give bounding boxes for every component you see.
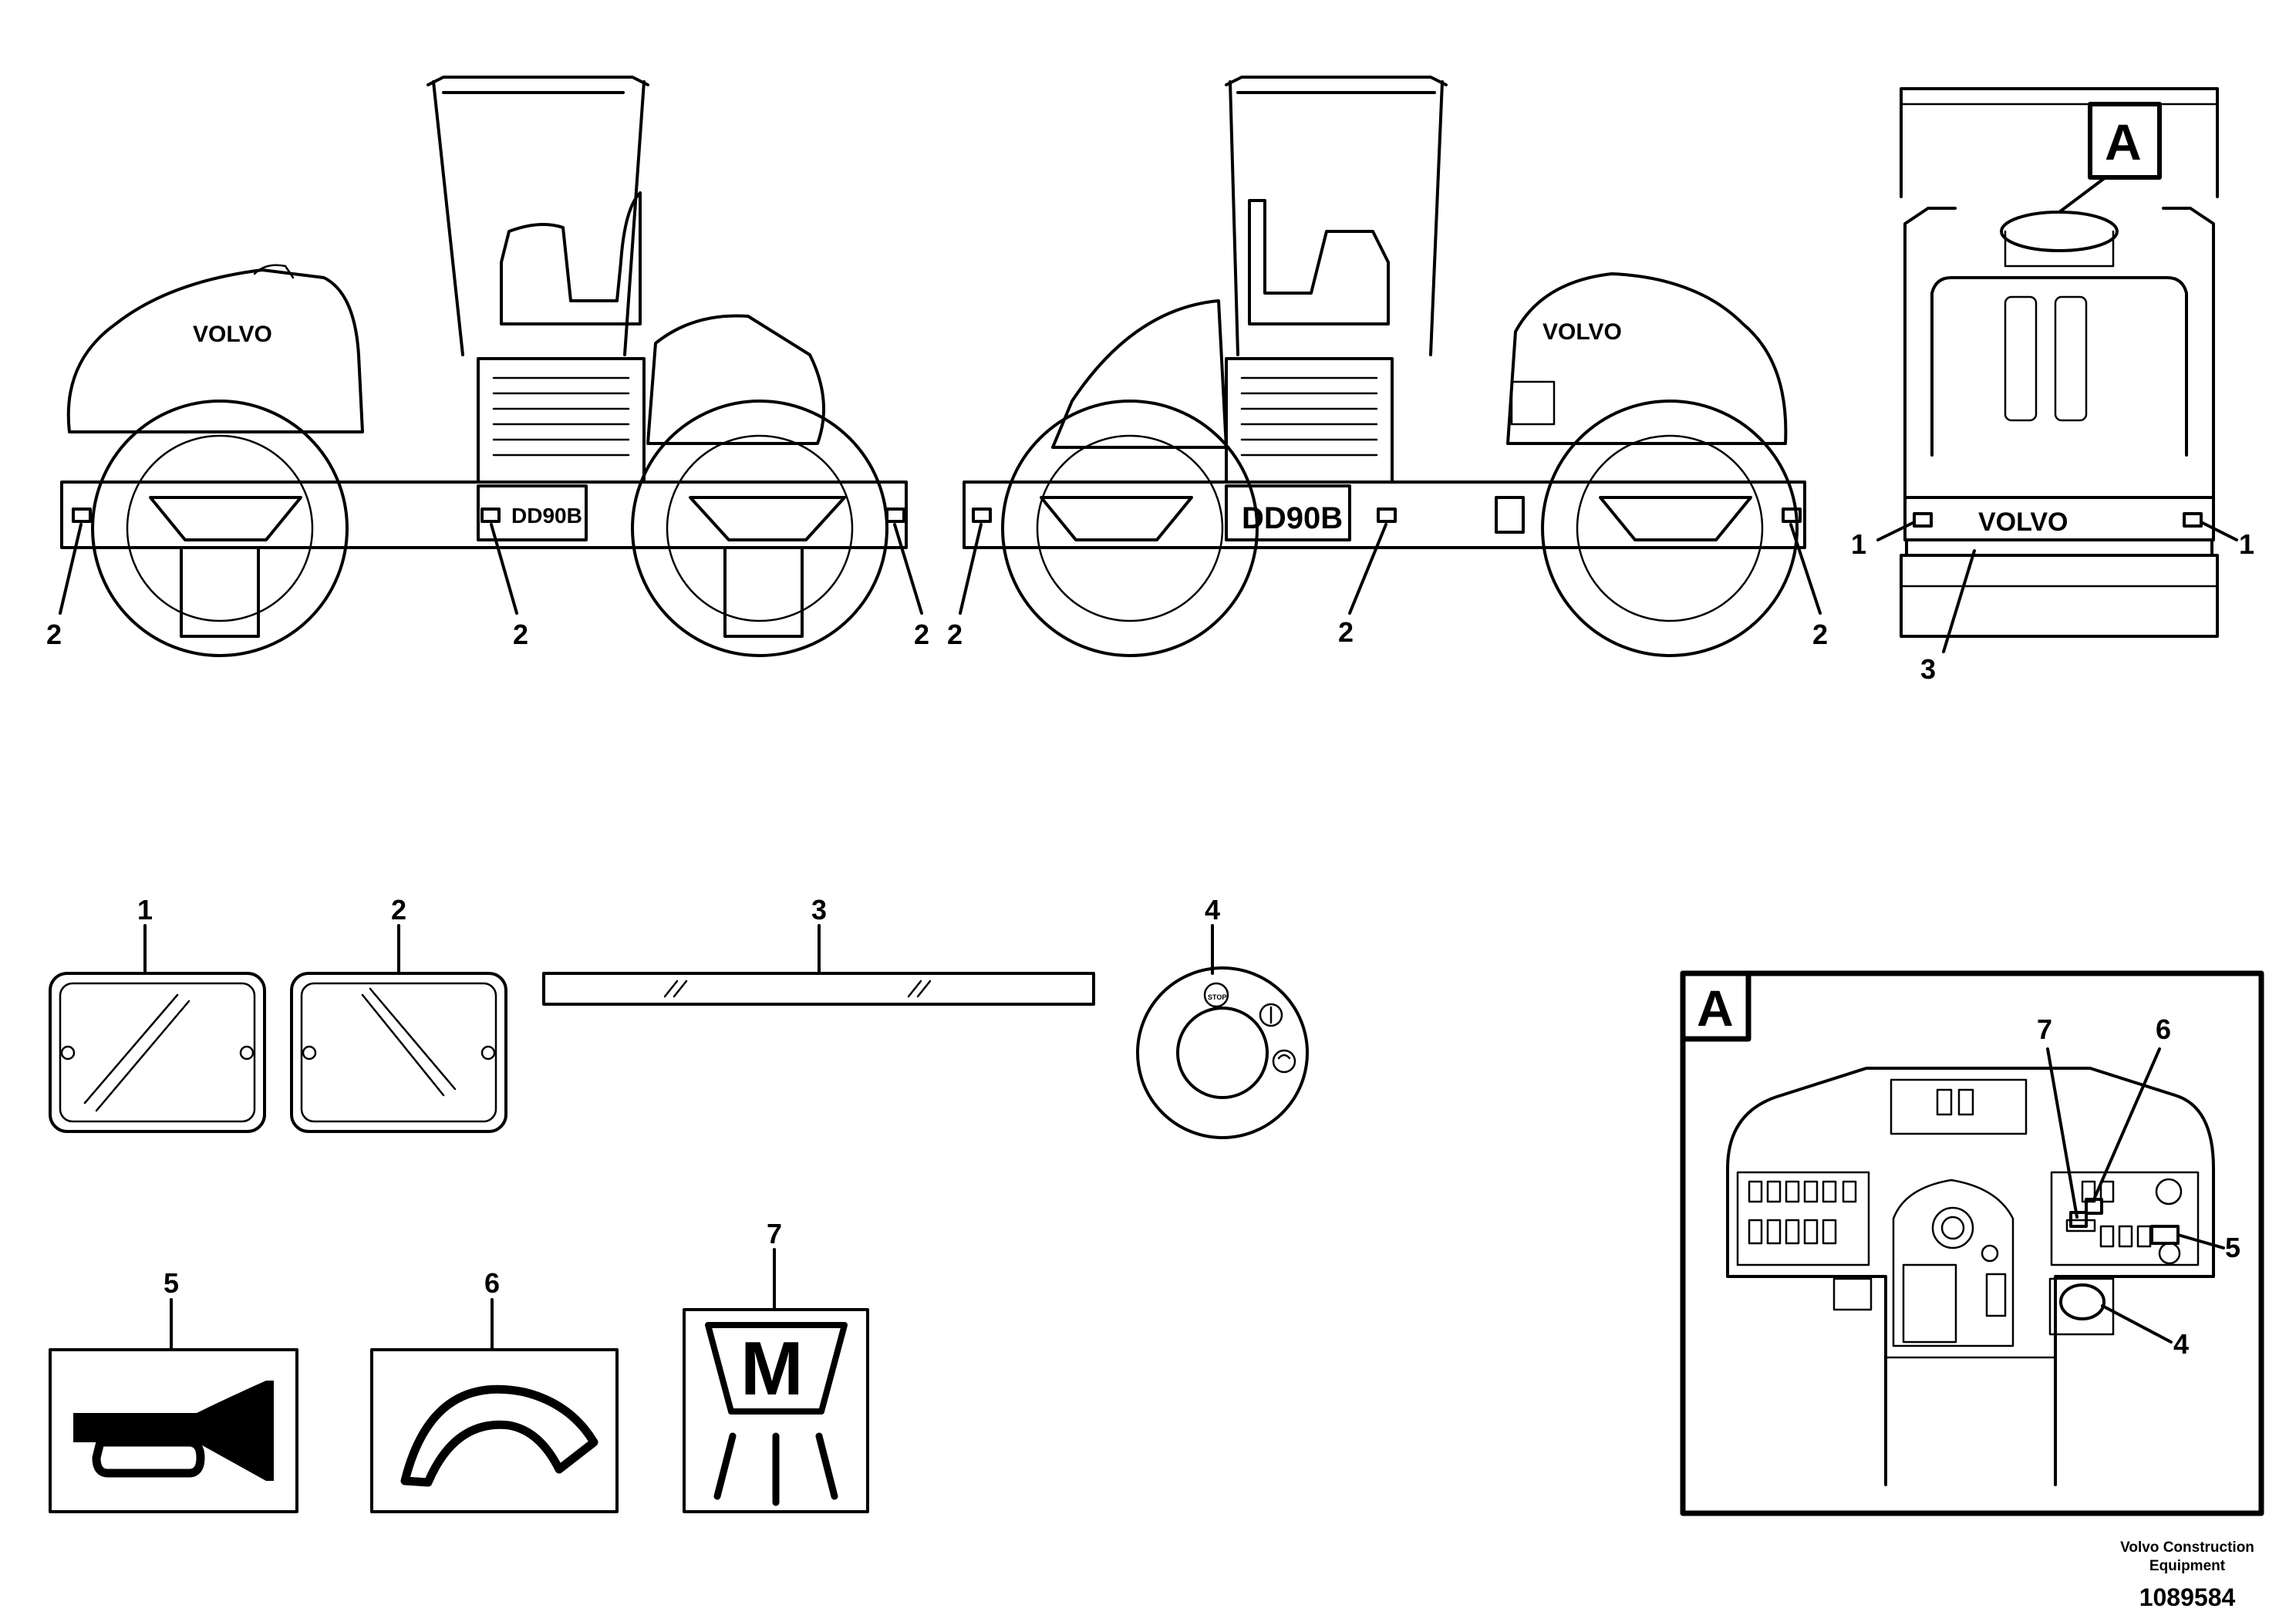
detail-callout-6: 6 [2156,1013,2171,1045]
part-4-ignition-decal: 4 STOP [1136,894,1309,1139]
part-3-reflector-strip: 3 [542,894,1095,1006]
callout-2-right-a: 2 [947,619,963,650]
brand-logo-left: VOLVO [193,322,272,347]
detail-callout-7: 7 [2037,1013,2052,1045]
callout-2-left-b: 2 [513,619,528,650]
callout-2-right-c: 2 [1812,619,1828,650]
detail-callout-4: 4 [2173,1328,2189,1360]
manual-mode-letter: M [740,1326,804,1411]
drawing-number: 1089584 [2139,1583,2236,1611]
part-6-drum-decal: 6 [370,1267,619,1513]
part-2-reflector: 2 [290,894,507,1133]
callout-2-left-c: 2 [914,619,929,650]
detail-callout-5: 5 [2225,1232,2240,1263]
roller-rear-view: VOLVO 1 1 3 A [1851,87,2254,685]
model-label-right: DD90B [1242,501,1343,535]
part-6-number: 6 [484,1267,500,1299]
part-1-number: 1 [137,894,153,926]
callout-2-left-a: 2 [46,619,62,650]
callout-3-rear: 3 [1920,653,1936,685]
part-1-reflector: 1 [49,894,266,1133]
callout-1-rear-right: 1 [2239,528,2254,560]
model-label-left: DD90B [511,504,582,528]
company-line-2: Equipment [2149,1558,2226,1574]
detail-A-label: A [1697,980,1734,1037]
brand-logo-right: VOLVO [1542,319,1622,345]
part-4-number: 4 [1205,894,1220,926]
part-5-number: 5 [164,1267,179,1299]
callout-1-rear-left: 1 [1851,528,1866,560]
part-5-horn-decal: 5 [49,1267,298,1513]
detail-ref-A: A [2105,113,2142,170]
detail-A-dashboard: A [1680,970,2264,1516]
drum-vibration-icon [400,1384,598,1487]
company-line-1: Volvo Construction [2120,1539,2254,1556]
part-7-number: 7 [767,1218,782,1249]
callout-2-right-b: 2 [1338,616,1354,648]
stop-label: STOP [1208,993,1226,1001]
footer-credits: Volvo Construction Equipment 1089584 [2120,1539,2254,1611]
roller-right-side-view: VOLVO DD90B 2 2 2 [947,76,1828,657]
part-3-number: 3 [811,894,827,926]
horn-icon [73,1381,274,1481]
brand-logo-rear: VOLVO [1978,508,2068,537]
part-2-number: 2 [391,894,406,926]
roller-left-side-view: VOLVO DD90B 2 2 2 [46,76,929,657]
part-7-manual-mode-decal: 7 M [683,1218,869,1513]
